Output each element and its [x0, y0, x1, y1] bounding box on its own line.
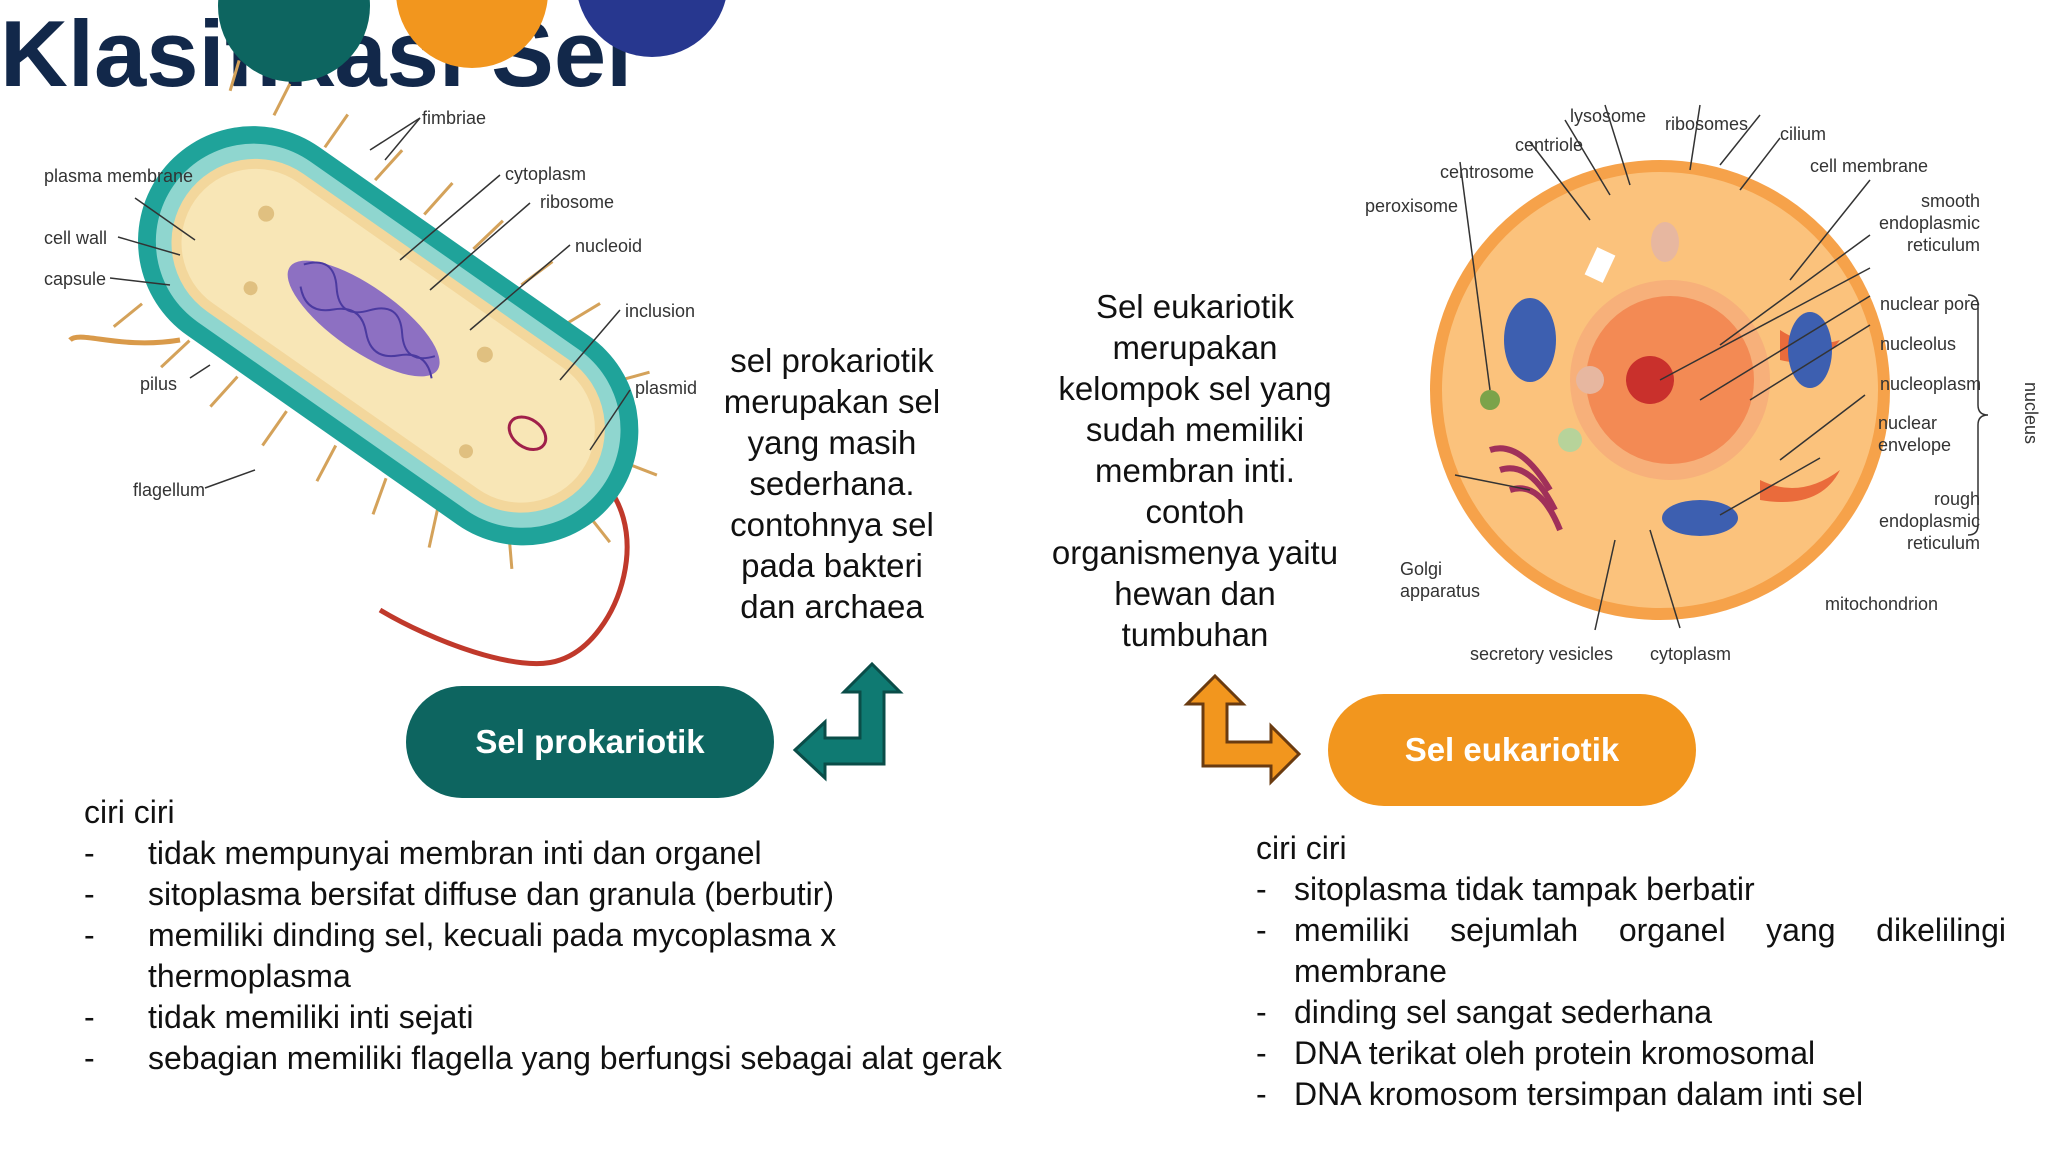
label-cytoplasm: cytoplasm	[505, 164, 586, 184]
label-cell-wall: cell wall	[44, 228, 107, 248]
label-nucleolus: nucleolus	[1880, 334, 1956, 354]
label-peroxisome: peroxisome	[1365, 196, 1458, 216]
label-centrosome: centrosome	[1440, 162, 1534, 182]
eukaryote-features-heading: ciri ciri	[1256, 830, 1347, 866]
label-cytoplasm-euk: cytoplasm	[1650, 644, 1731, 664]
label-rough-er: rough endoplasmic reticulum	[1878, 489, 1980, 553]
label-pilus: pilus	[140, 374, 177, 394]
arrow-up-right-icon	[792, 661, 904, 782]
label-plasmid: plasmid	[635, 378, 697, 398]
list-item: -sitoplasma tidak tampak berbatir	[1256, 871, 1755, 907]
label-plasma-membrane: plasma membrane	[44, 166, 193, 186]
label-ribosomes: ribosomes	[1665, 114, 1748, 134]
prokaryote-description: sel prokariotik merupakan sel yang masih…	[723, 342, 941, 625]
list-item: -DNA terikat oleh protein kromosomal	[1256, 1035, 1816, 1071]
prokaryote-button[interactable]: Sel prokariotik	[406, 686, 774, 798]
arrow-down-right-icon	[1183, 673, 1302, 786]
label-mitochondrion: mitochondrion	[1825, 594, 1938, 614]
label-centriole: centriole	[1515, 135, 1583, 155]
label-nuclear-envelope: nuclear envelope	[1878, 413, 1952, 455]
label-nucleus: nucleus	[2021, 382, 2041, 444]
label-inclusion: inclusion	[625, 301, 695, 321]
prokaryote-features: ciri ciri -tidak mempunyai membran inti …	[84, 792, 1004, 1079]
list-item: -sebagian memiliki flagella yang berfung…	[84, 1040, 1002, 1076]
label-secretory-vesicles: secretory vesicles	[1470, 644, 1613, 664]
label-cilium: cilium	[1780, 124, 1826, 144]
label-cell-membrane: cell membrane	[1810, 156, 1928, 176]
list-item: -tidak memiliki inti sejati	[84, 999, 474, 1035]
list-item: -memiliki sejumlah organel yang dikelili…	[1256, 912, 2006, 989]
label-fimbriae: fimbriae	[422, 108, 486, 128]
list-item: -sitoplasma bersifat diffuse dan granula…	[84, 876, 834, 912]
label-nuclear-pore: nuclear pore	[1880, 294, 1980, 314]
label-smooth-er: smooth endoplasmic reticulum	[1878, 191, 1980, 255]
label-flagellum: flagellum	[133, 480, 205, 500]
list-item: -DNA kromosom tersimpan dalam inti sel	[1256, 1076, 1864, 1112]
eukaryote-description: Sel eukariotik merupakan kelompok sel ya…	[1051, 288, 1339, 653]
list-item: -memiliki dinding sel, kecuali pada myco…	[84, 917, 837, 994]
prokaryote-features-heading: ciri ciri	[84, 794, 175, 830]
label-ribosome: ribosome	[540, 192, 614, 212]
prokaryotic-cell-diagram: fimbriae cytoplasm ribosome nucleoid inc…	[44, 60, 697, 666]
label-nucleoplasm: nucleoplasm	[1880, 374, 1981, 394]
eukaryote-button[interactable]: Sel eukariotik	[1328, 694, 1696, 806]
label-capsule: capsule	[44, 269, 106, 289]
list-item: -tidak mempunyai membran inti dan organe…	[84, 835, 762, 871]
eukaryote-features: ciri ciri -sitoplasma tidak tampak berba…	[1256, 828, 2006, 1115]
label-nucleoid: nucleoid	[575, 236, 642, 256]
label-lysosome: lysosome	[1570, 106, 1646, 126]
label-golgi: Golgi apparatus	[1400, 559, 1481, 601]
list-item: -dinding sel sangat sederhana	[1256, 994, 1713, 1030]
eukaryotic-cell-diagram: lysosome ribosomes centriole cilium cent…	[1365, 104, 2041, 664]
